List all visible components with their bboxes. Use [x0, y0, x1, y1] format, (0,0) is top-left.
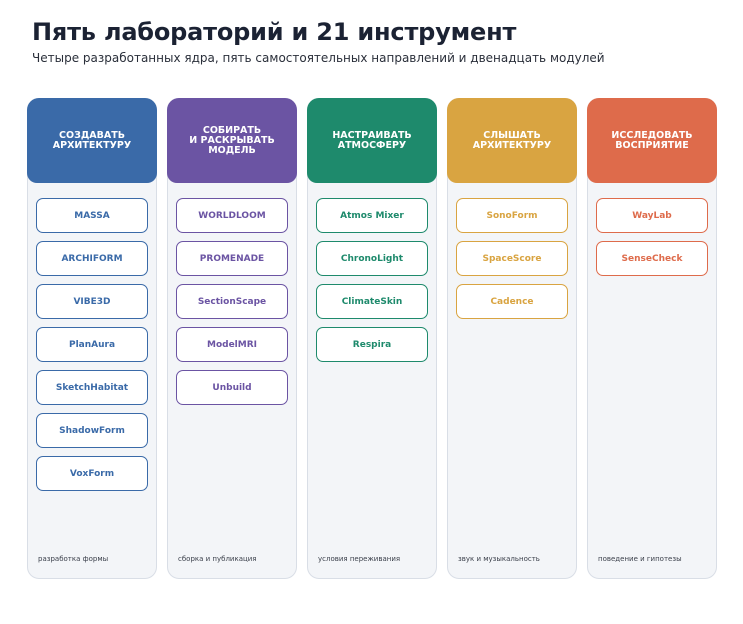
lab-heading: СОЗДАВАТЬ АРХИТЕКТУРУ: [27, 98, 157, 183]
lab-footer: разработка формы: [38, 555, 109, 563]
tool-item[interactable]: Respira: [316, 327, 428, 362]
lab-heading: СОБИРАТЬ И РАСКРЫВАТЬ МОДЕЛЬ: [167, 98, 297, 183]
lab-footer: поведение и гипотезы: [598, 555, 682, 563]
page-subtitle: Четыре разработанных ядра, пять самостоя…: [32, 51, 605, 65]
tool-item[interactable]: SenseCheck: [596, 241, 708, 276]
tool-item[interactable]: Atmos Mixer: [316, 198, 428, 233]
tool-item[interactable]: VIBE3D: [36, 284, 148, 319]
lab-column: СОБИРАТЬ И РАСКРЫВАТЬ МОДЕЛЬ WORLDLOOM PRO…: [167, 98, 297, 579]
page-title: Пять лабораторий и 21 инструмент: [32, 18, 517, 46]
tool-item[interactable]: ClimateSkin: [316, 284, 428, 319]
tool-item[interactable]: SectionScape: [176, 284, 288, 319]
lab-column: СОЗДАВАТЬ АРХИТЕКТУРУ MASSA ARCHIFORM VIBE3…: [27, 98, 157, 579]
lab-heading: НАСТРАИВАТЬ АТМОСФЕРУ: [307, 98, 437, 183]
tool-item[interactable]: MASSA: [36, 198, 148, 233]
tool-item[interactable]: ChronoLight: [316, 241, 428, 276]
lab-footer: звук и музыкальность: [458, 555, 540, 563]
lab-heading: ИССЛЕДОВАТЬ ВОСПРИЯТИЕ: [587, 98, 717, 183]
tool-item[interactable]: SonoForm: [456, 198, 568, 233]
tool-item[interactable]: WayLab: [596, 198, 708, 233]
tool-item[interactable]: SpaceScore: [456, 241, 568, 276]
lab-heading: СЛЫШАТЬ АРХИТЕКТУРУ: [447, 98, 577, 183]
tool-item[interactable]: WORLDLOOM: [176, 198, 288, 233]
tool-item[interactable]: ShadowForm: [36, 413, 148, 448]
tool-item[interactable]: PlanAura: [36, 327, 148, 362]
tool-item[interactable]: PROMENADE: [176, 241, 288, 276]
tool-item[interactable]: SketchHabitat: [36, 370, 148, 405]
tool-item[interactable]: ModelMRI: [176, 327, 288, 362]
tool-item[interactable]: VoxForm: [36, 456, 148, 491]
lab-footer: условия переживания: [318, 555, 401, 563]
tool-item[interactable]: Cadence: [456, 284, 568, 319]
tool-item[interactable]: ARCHIFORM: [36, 241, 148, 276]
lab-footer: сборка и публикация: [178, 555, 257, 563]
tool-item[interactable]: Unbuild: [176, 370, 288, 405]
